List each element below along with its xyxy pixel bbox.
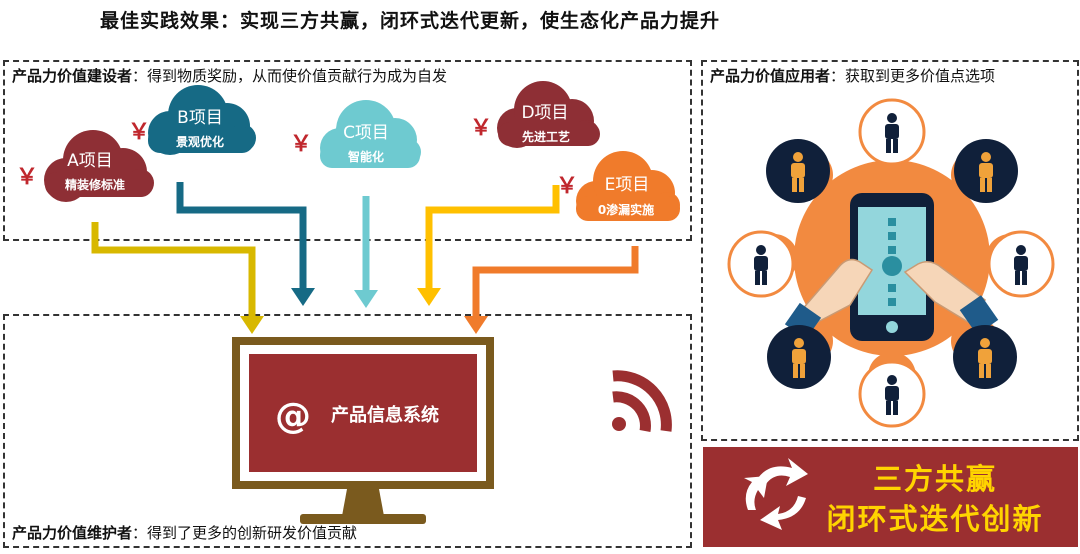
builders-caption: 产品力价值建设者：得到物质奖励，从而使价值贡献行为成为自发 [12, 65, 447, 86]
cloud-e-desc: 0渗漏实施 [598, 202, 654, 217]
yen-icon: ￥ [556, 174, 578, 199]
cloud-a: A项目 精装修标准 [44, 130, 154, 202]
monitor-screen [249, 354, 477, 472]
cloud-b-desc: 景观优化 [176, 134, 224, 149]
page-title: 最佳实践效果：实现三方共赢，闭环式迭代更新，使生态化产品力提升 [100, 10, 721, 32]
cloud-c-name: C项目 [343, 123, 389, 143]
maintainers-caption: 产品力价值维护者：得到了更多的创新研发价值贡献 [12, 522, 357, 543]
users-caption: 产品力价值应用者：获取到更多价值点选项 [710, 65, 995, 86]
yen-icon: ￥ [290, 132, 312, 157]
cloud-c: C项目 智能化 [320, 100, 421, 168]
cloud-c-desc: 智能化 [347, 149, 384, 164]
maintainers-panel [3, 314, 692, 548]
monitor-base [300, 514, 426, 524]
flow-arrows [91, 182, 639, 334]
cloud-e: E项目 0渗漏实施 [576, 151, 680, 221]
rss-icon [612, 370, 672, 432]
users-text: ：获取到更多价值点选项 [830, 67, 996, 85]
monitor-stand [342, 489, 384, 516]
builders-text: ：得到物质奖励，从而使价值贡献行为成为自发 [132, 67, 448, 85]
maintainers-label: 产品力价值维护者 [12, 524, 133, 542]
at-icon: @ [275, 396, 311, 437]
cloud-b-name: B项目 [177, 108, 223, 128]
builders-label: 产品力价值建设者 [12, 67, 133, 85]
cloud-e-name: E项目 [605, 175, 650, 195]
cloud-d: D项目 先进工艺 [497, 81, 600, 148]
builders-panel [3, 60, 692, 241]
cloud-a-name: A项目 [67, 151, 113, 171]
cloud-b: B项目 景观优化 [148, 85, 256, 155]
arrow-e [464, 246, 639, 334]
arrow-a [91, 222, 264, 334]
arrow-c [354, 196, 378, 308]
cloud-d-name: D项目 [521, 103, 568, 123]
currency-markers: ￥ ￥ ￥ ￥ ￥ [16, 116, 578, 199]
cloud-d-desc: 先进工艺 [522, 129, 570, 144]
arrow-b [176, 182, 315, 306]
system-label: 产品信息系统 [331, 404, 439, 426]
arrow-d [417, 185, 560, 306]
users-label: 产品力价值应用者 [710, 67, 831, 85]
result-line-2: 闭环式迭代创新 [826, 502, 1044, 536]
yen-icon: ￥ [16, 165, 38, 190]
system-monitor: @ 产品信息系统 [232, 337, 494, 524]
user-hub [727, 98, 1055, 428]
yen-icon: ￥ [128, 120, 150, 145]
yen-icon: ￥ [470, 116, 492, 141]
cloud-a-desc: 精装修标准 [65, 177, 125, 192]
users-panel [701, 60, 1079, 441]
maintainers-text: ：得到了更多的创新研发价值贡献 [132, 524, 358, 542]
result-line-1: 三方共赢 [872, 462, 997, 496]
